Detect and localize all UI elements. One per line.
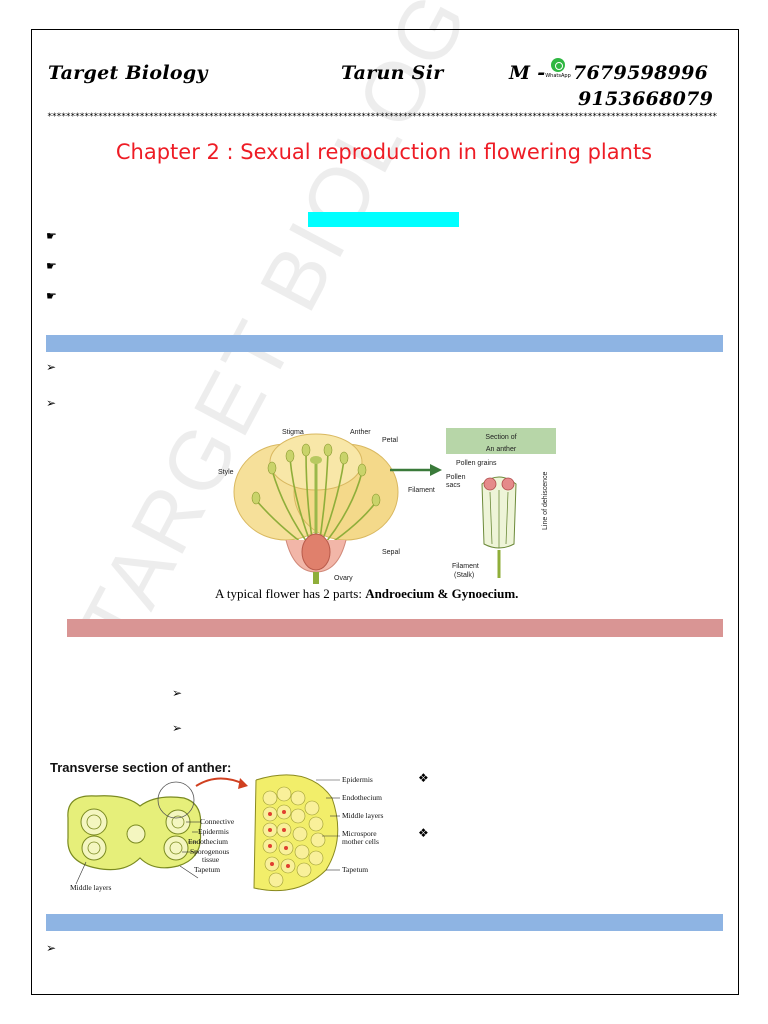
header-separator: ****************************************… [47,112,717,122]
arrow-bullet-icon: ➢ [172,721,183,735]
brand-name: Target Biology [48,62,208,84]
label-middle-layers-right: Middle layers [342,811,384,820]
label-middle-layers-left: Middle layers [70,883,112,892]
label-sporogenous-2: tissue [202,855,220,864]
label-filament-stalk-2: (Stalk) [454,572,474,579]
caption-prefix: A typical flower has 2 parts: [215,586,366,601]
label-line-of-dehiscence: Line of dehiscence [542,472,549,530]
label-filament: Filament [408,487,435,494]
label-epidermis-left: Epidermis [198,827,229,836]
label-tapetum-right: Tapetum [342,865,368,874]
section-band [46,335,723,352]
section-band [67,619,723,637]
arrow-bullet-icon: ➢ [46,396,57,410]
label-sepal: Sepal [382,549,400,556]
diamond-bullet-icon: ❖ [418,771,429,785]
section-title-1: Section of [485,434,516,441]
label-tapetum-left: Tapetum [194,865,220,874]
hand-bullet-icon: ☛ [46,289,57,303]
chapter-title: Chapter 2 : Sexual reproduction in flowe… [115,140,653,164]
caption-bold: Androecium & Gynoecium. [365,586,519,601]
section-band [46,914,723,931]
label-epidermis-right: Epidermis [342,775,373,784]
arrow-bullet-icon: ➢ [46,360,57,374]
mobile-label: M - [509,62,546,84]
diamond-bullet-icon: ❖ [418,826,429,840]
label-endothecium-left: Endothecium [188,837,228,846]
hand-bullet-icon: ☛ [46,229,57,243]
whatsapp-icon: WhatsApp [545,57,571,81]
label-petal: Petal [382,437,398,444]
label-endothecium-right: Endothecium [342,793,382,802]
label-pollen-sacs-2: sacs [446,482,461,489]
arrow-bullet-icon: ➢ [172,686,183,700]
label-microspore-2: mother cells [342,837,379,846]
label-style: Style [218,469,234,476]
arrow-bullet-icon: ➢ [46,941,57,955]
page-border [31,29,739,995]
flower-diagram: Section of An anther Stigma Anther Petal… [218,428,556,584]
highlight-bar [308,212,459,227]
phone-secondary: 9153668079 [578,88,714,110]
label-stigma: Stigma [282,429,304,436]
teacher-name: Tarun Sir [341,62,444,84]
label-filament-stalk-1: Filament [452,563,479,570]
label-sporogenous-1: Sporogenous [190,847,229,856]
label-anther: Anther [350,429,371,436]
phone-primary: 7679598996 [573,62,709,84]
anther-section-diagram: Transverse section of anther: Epidermis … [50,760,384,892]
label-connective: Connective [200,817,235,826]
label-microspore-1: Microspore [342,829,377,838]
label-pollen-sacs-1: Pollen [446,474,466,481]
hand-bullet-icon: ☛ [46,259,57,273]
flower-caption: A typical flower has 2 parts: Androecium… [215,586,518,602]
label-ovary: Ovary [334,575,353,582]
label-pollen-grains: Pollen grains [456,460,497,467]
anther-figure-title: Transverse section of anther: [50,760,231,775]
whatsapp-text: WhatsApp [545,73,571,79]
section-title-2: An anther [486,446,517,453]
